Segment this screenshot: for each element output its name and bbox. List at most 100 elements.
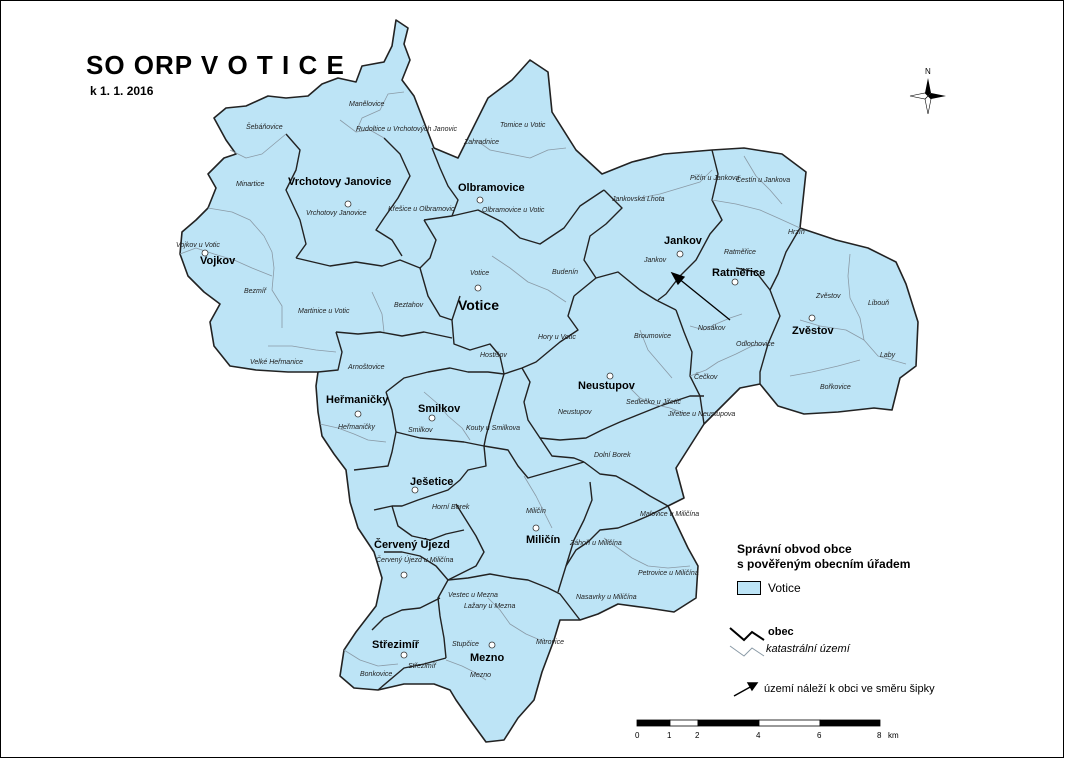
kat-borders: [179, 91, 907, 681]
scale-tick: 1: [667, 731, 672, 740]
muni-label: Zvěstov: [792, 325, 834, 337]
kat-label: Bořkovice: [820, 384, 851, 391]
kat-label: Vrchotovy Janovice: [306, 210, 367, 217]
legend-kat-line-icon: [729, 645, 765, 657]
seat-markers: [201, 196, 816, 659]
kat-label: Budenín: [552, 269, 578, 276]
legend-title: Správní obvod obce s pověřeným obecním ú…: [737, 542, 957, 572]
kat-label: Křešice u Olbramovic: [388, 206, 455, 213]
kat-label: Martinice u Votic: [298, 308, 350, 315]
muni-label: Heřmaničky: [326, 394, 389, 406]
municipality-labels: Vrchotovy Janovice Olbramovice Vojkov Vo…: [200, 176, 834, 664]
kat-label: Čestín u Jankova: [736, 175, 790, 184]
map-date: k 1. 1. 2016: [90, 84, 154, 98]
kat-label: Manělovice: [349, 101, 385, 108]
kat-label: Hrzín: [788, 229, 805, 236]
muni-label: Ratměřice: [712, 267, 765, 279]
kat-label: Záhoří u Miličína: [569, 540, 622, 547]
muni-label: Červený Újezd: [374, 538, 450, 551]
kat-label: Stupčice: [452, 641, 479, 648]
kat-label: Rudoltice u Vrchotových Janovic: [356, 126, 458, 133]
legend-arrow-icon: [733, 682, 759, 697]
kat-label: Heřmaničky: [338, 424, 375, 431]
scale-unit: km: [888, 731, 899, 740]
kat-label: Zahradnice: [463, 139, 499, 146]
kat-label: Hory u Votic: [538, 334, 576, 341]
kat-label: Miličín: [526, 508, 546, 515]
kat-label: Bonkovice: [360, 671, 392, 678]
kat-label: Laby: [880, 352, 896, 359]
kat-label: Bezmíř: [244, 288, 267, 295]
scale-bar: [636, 719, 881, 727]
scale-tick: 4: [756, 731, 761, 740]
kat-label: Červený Újezd u Miličína: [376, 555, 454, 564]
kat-label: Malovice u Miličína: [640, 511, 699, 518]
kat-label: Libouň: [868, 300, 889, 307]
kat-label: Smilkov: [408, 427, 433, 434]
legend-arrow-label: území náleží k obci ve směru šipky: [764, 683, 935, 695]
obec-borders: [285, 133, 801, 691]
muni-label: Smilkov: [418, 403, 461, 415]
kat-label: Jankovská Lhota: [611, 196, 665, 203]
cadastral-labels: Manělovice Šebáňovice Rudoltice u Vrchot…: [176, 101, 896, 679]
kat-label: Olbramovice u Votic: [482, 207, 545, 214]
kat-label: Zvěstov: [815, 293, 841, 300]
kat-label: Velké Heřmanice: [250, 359, 303, 366]
kat-label: Hostišov: [480, 352, 507, 359]
kat-label: Broumovice: [634, 333, 671, 340]
kat-label: Nasavrky u Miličína: [576, 594, 637, 601]
map-title: SO ORP V O T I C E: [86, 50, 345, 80]
kat-label: Nosákov: [698, 325, 726, 332]
muni-label: Střezimíř: [372, 639, 420, 651]
legend-swatch-label: Votice: [768, 581, 801, 595]
kat-label: Jankov: [643, 257, 667, 264]
kat-label: Šebáňovice: [246, 122, 283, 131]
kat-label: Dolní Borek: [594, 452, 631, 459]
kat-label: Arnoštovice: [347, 364, 385, 371]
kat-label: Pičín u Jankova: [690, 175, 740, 182]
kat-label: Neustupov: [558, 409, 592, 416]
svg-text:N: N: [925, 67, 931, 76]
kat-label: Tomice u Votic: [500, 122, 546, 129]
kat-label: Ratměřice: [724, 249, 756, 256]
muni-label: Neustupov: [578, 380, 636, 392]
kat-label: Minartice: [236, 181, 265, 188]
belonging-arrow: [670, 271, 731, 321]
scale-tick: 2: [695, 731, 700, 740]
kat-label: Mezno: [470, 672, 491, 679]
north-arrow-icon: N: [909, 67, 946, 115]
kat-label: Petrovice u Miličína: [638, 570, 699, 577]
scale-tick: 6: [817, 731, 822, 740]
muni-label: Vojkov: [200, 255, 236, 267]
muni-label: Olbramovice: [458, 182, 525, 194]
legend-kat-label: katastrální území: [766, 643, 850, 655]
kat-label: Odlochovice: [736, 341, 775, 348]
kat-label: Čečkov: [694, 372, 718, 381]
muni-label: Vrchotovy Janovice: [288, 176, 391, 188]
kat-label: Beztahov: [394, 302, 424, 309]
muni-label: Votice: [458, 297, 499, 313]
kat-label: Kouty u Smilkova: [466, 425, 520, 432]
kat-label: Mitrovice: [536, 639, 564, 646]
legend-obec-label: obec: [768, 626, 794, 638]
scale-tick: 0: [635, 731, 640, 740]
muni-label: Miličín: [526, 534, 561, 546]
muni-label: Jankov: [664, 235, 703, 247]
kat-label: Jiřetice u Neustupova: [667, 411, 735, 418]
legend-title-line2: s pověřeným obecním úřadem: [737, 557, 911, 571]
legend-obec-line-icon: [729, 627, 765, 642]
kat-label: Votice: [470, 270, 489, 277]
kat-label: Střezimíř: [408, 663, 437, 670]
kat-label: Lažany u Mezna: [464, 603, 515, 610]
legend-swatch: [737, 581, 761, 595]
kat-label: Vestec u Mezna: [448, 592, 498, 599]
kat-label: Sedlečko u Jiřetic: [626, 399, 681, 406]
scale-tick: 8: [877, 731, 882, 740]
kat-label: Vojkov u Votic: [176, 242, 220, 249]
legend-title-line1: Správní obvod obce: [737, 542, 852, 556]
region-polygon: [179, 19, 919, 743]
muni-label: Ješetice: [410, 476, 453, 488]
muni-label: Mezno: [470, 652, 505, 664]
